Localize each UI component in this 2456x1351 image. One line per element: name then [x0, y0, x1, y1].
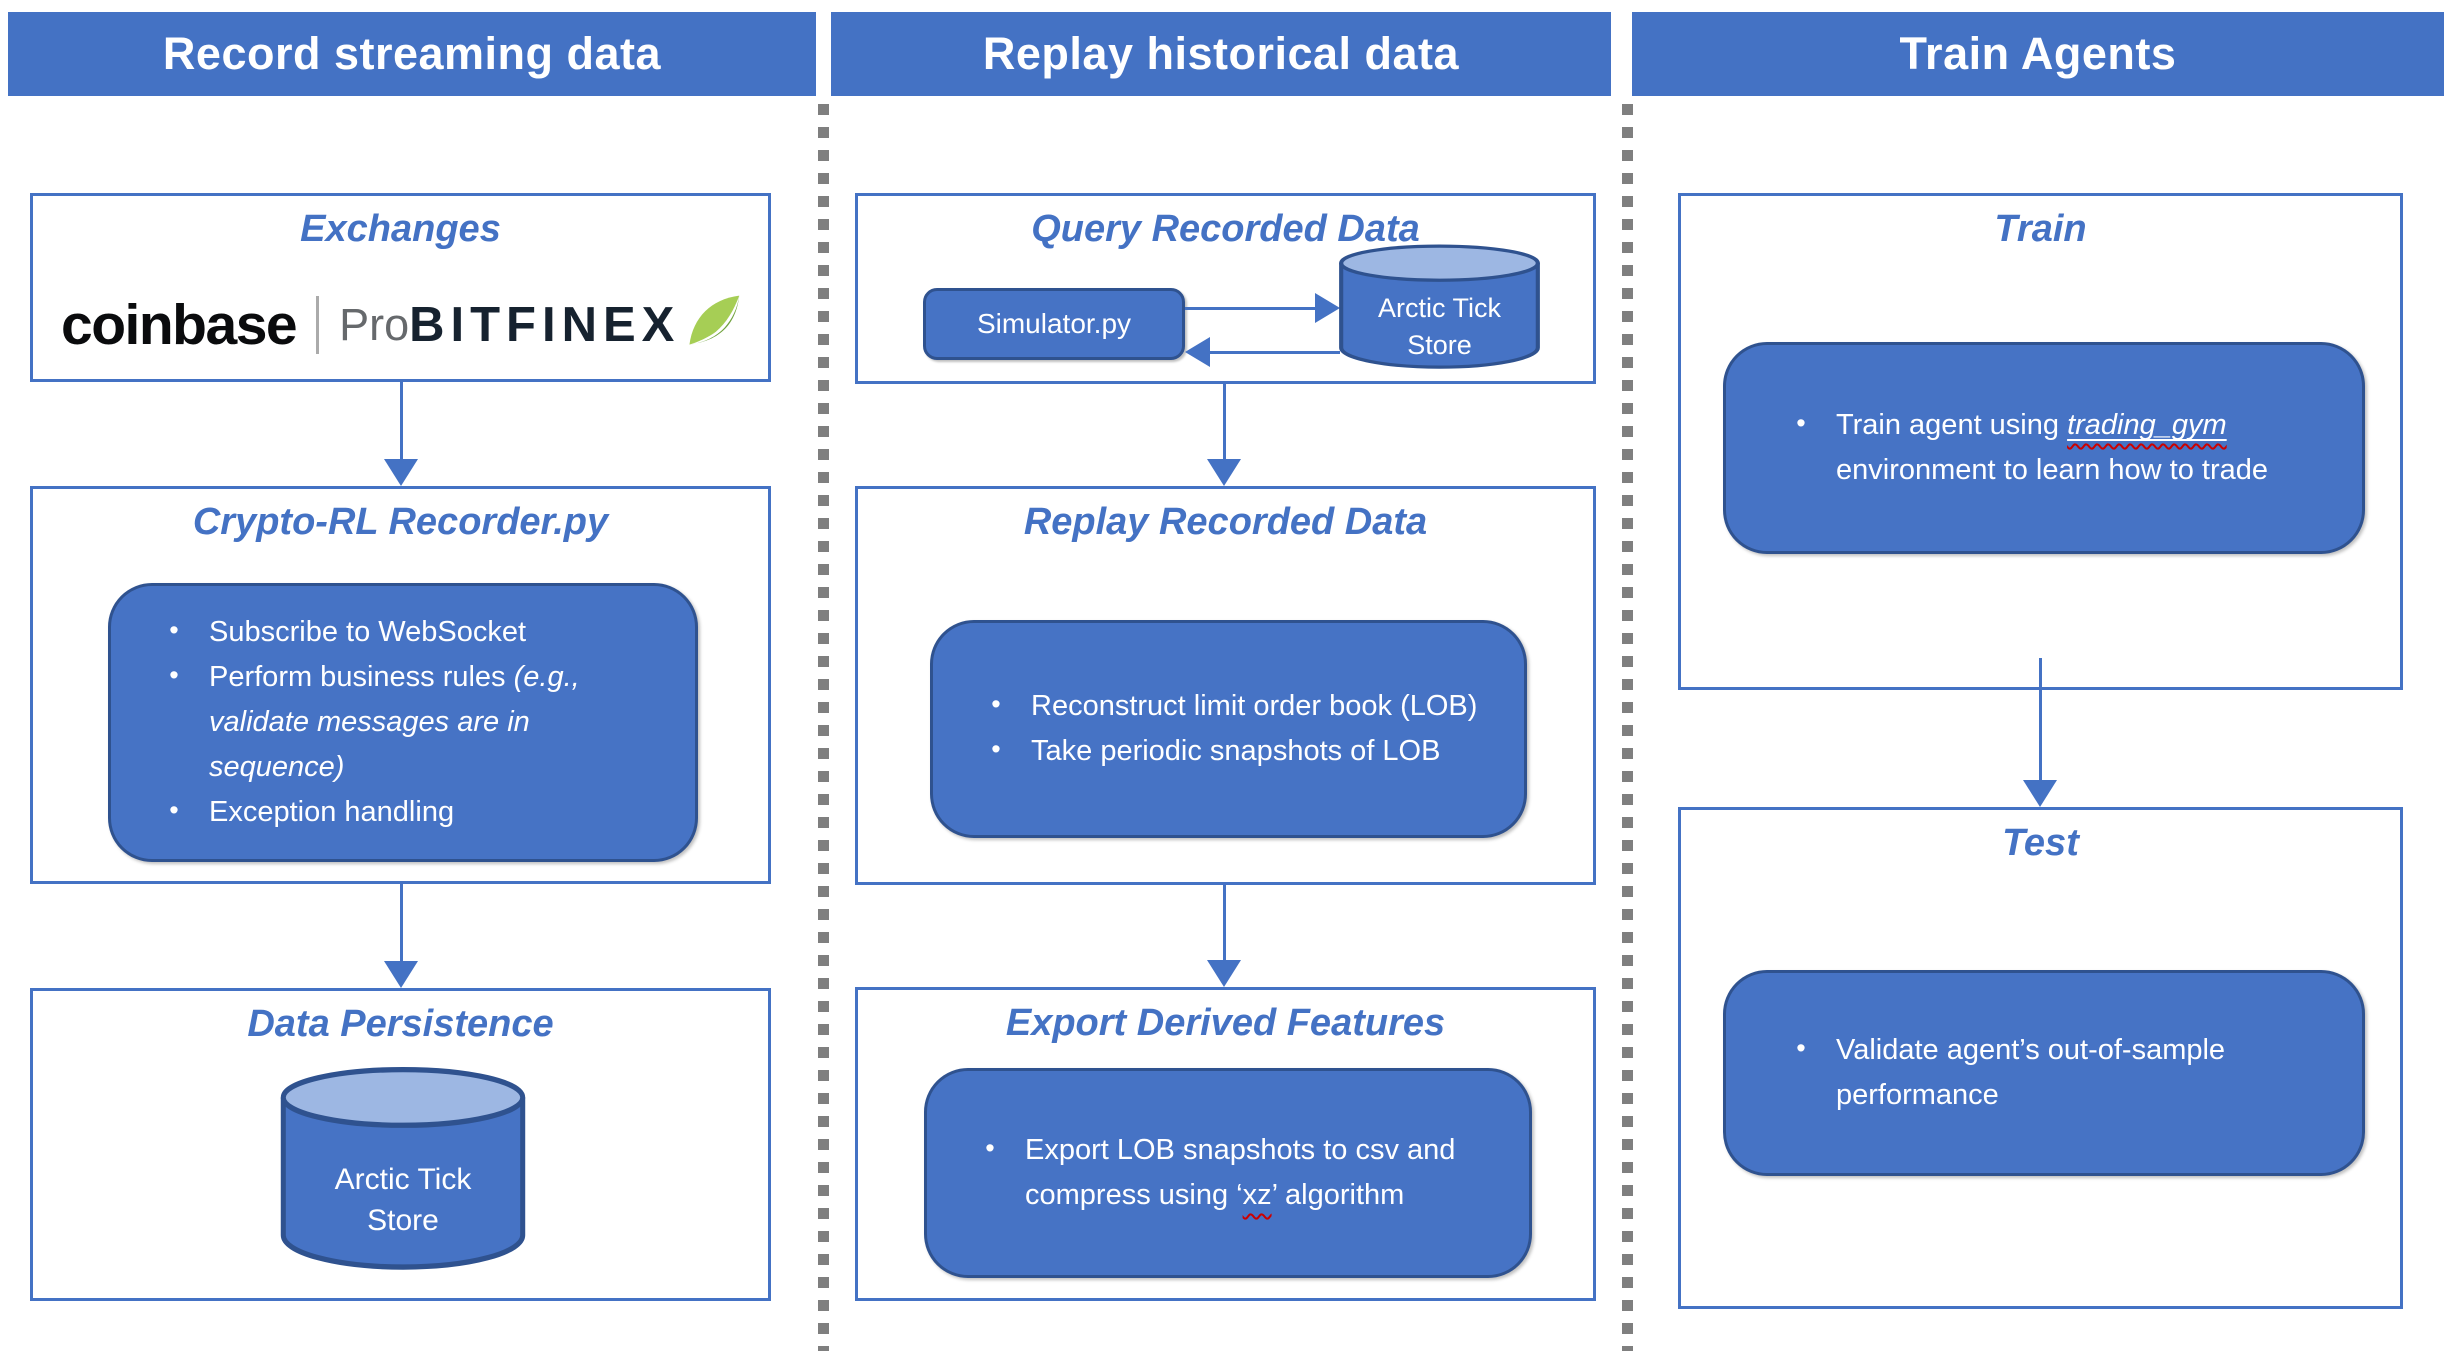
test-tasks-panel: • Validate agent’s out-of-sample perform…: [1723, 970, 2365, 1176]
coinbase-pro-label: Pro: [339, 299, 410, 350]
replay-recorded-data-box: Replay Recorded Data • Reconstruct limit…: [855, 486, 1596, 885]
column-header-record-streaming: Record streaming data: [8, 12, 816, 96]
column-header-train-agents: Train Agents: [1632, 12, 2444, 96]
list-item: • Perform business rules (e.g., validate…: [169, 660, 580, 783]
spellcheck-term: xz: [1242, 1179, 1272, 1211]
exchanges-box: Exchanges coinbase Pro BITFINEX: [30, 193, 771, 382]
arrow-replay-to-export: [1207, 885, 1241, 987]
coinbase-pro-logo: coinbase Pro: [61, 292, 409, 358]
bitfinex-wordmark: BITFINEX: [409, 298, 681, 352]
list-item: • Reconstruct limit order book (LOB): [991, 689, 1478, 723]
column-header-replay-historical: Replay historical data: [831, 12, 1611, 96]
database-cylinder-icon: Arctic Tick Store: [1336, 242, 1543, 372]
query-recorded-data-box: Query Recorded Data Simulator.py Arctic …: [855, 193, 1596, 384]
cylinder-shape: [1339, 244, 1540, 369]
train-tasks-panel: • Train agent using trading_gym environm…: [1723, 342, 2365, 554]
logo-divider: [316, 296, 320, 354]
export-tasks-panel: • Export LOB snapshots to csv and compre…: [924, 1068, 1532, 1278]
exchanges-title: Exchanges: [300, 208, 501, 250]
spellcheck-term: trading_gym: [2067, 409, 2227, 442]
database-cylinder-icon: Arctic Tick Store: [277, 1063, 529, 1275]
data-persistence-box: Data Persistence Arctic Tick Store: [30, 988, 771, 1301]
recorder-title: Crypto-RL Recorder.py: [192, 501, 609, 543]
train-title: Train: [1994, 208, 2087, 250]
recorder-tasks-panel: • Subscribe to WebSocket • Perform busin…: [108, 583, 698, 862]
arrow-query-to-replay: [1207, 384, 1241, 486]
cylinder-shape: [280, 1066, 526, 1270]
recorder-box: Crypto-RL Recorder.py • Subscribe to Web…: [30, 486, 771, 884]
list-item: • Exception handling: [169, 794, 455, 828]
arrow-exchanges-to-recorder: [384, 382, 418, 486]
list-item: • Export LOB snapshots to csv and compre…: [985, 1133, 1456, 1211]
coinbase-wordmark: coinbase: [61, 293, 298, 357]
replay-tasks-panel: • Reconstruct limit order book (LOB) • T…: [930, 620, 1527, 838]
export-derived-features-box: Export Derived Features • Export LOB sna…: [855, 987, 1596, 1301]
export-title: Export Derived Features: [1005, 1002, 1446, 1044]
list-item: • Validate agent’s out-of-sample perform…: [1796, 1033, 2226, 1111]
train-box: Train • Train agent using trading_gym en…: [1678, 193, 2403, 690]
simulator-label: Simulator.py: [976, 308, 1132, 339]
simulator-node: Simulator.py: [923, 288, 1185, 360]
bitfinex-logo: BITFINEX: [409, 295, 742, 353]
list-item: • Train agent using trading_gym environm…: [1796, 408, 2269, 486]
data-persistence-title: Data Persistence: [247, 1003, 554, 1045]
list-item: • Subscribe to WebSocket: [169, 615, 527, 649]
arrow-store-to-simulator: [1185, 337, 1340, 367]
cylinder-label: Arctic Tick Store: [1377, 293, 1501, 360]
cylinder-label: Arctic Tick Store: [334, 1163, 472, 1237]
leaf-icon: [689, 295, 740, 345]
query-title: Query Recorded Data: [1031, 208, 1420, 250]
replay-title: Replay Recorded Data: [1023, 501, 1428, 543]
arrow-simulator-to-store: [1185, 293, 1340, 323]
column-separator-left: [818, 104, 829, 1351]
test-title: Test: [2002, 822, 2079, 864]
test-box: Test • Validate agent’s out-of-sample pe…: [1678, 807, 2403, 1309]
arrow-train-to-test: [2023, 658, 2057, 807]
arrow-recorder-to-persistence: [384, 884, 418, 988]
list-item: • Take periodic snapshots of LOB: [991, 734, 1441, 767]
exchange-logos: coinbase Pro BITFINEX: [61, 280, 740, 370]
column-separator-right: [1622, 104, 1633, 1351]
